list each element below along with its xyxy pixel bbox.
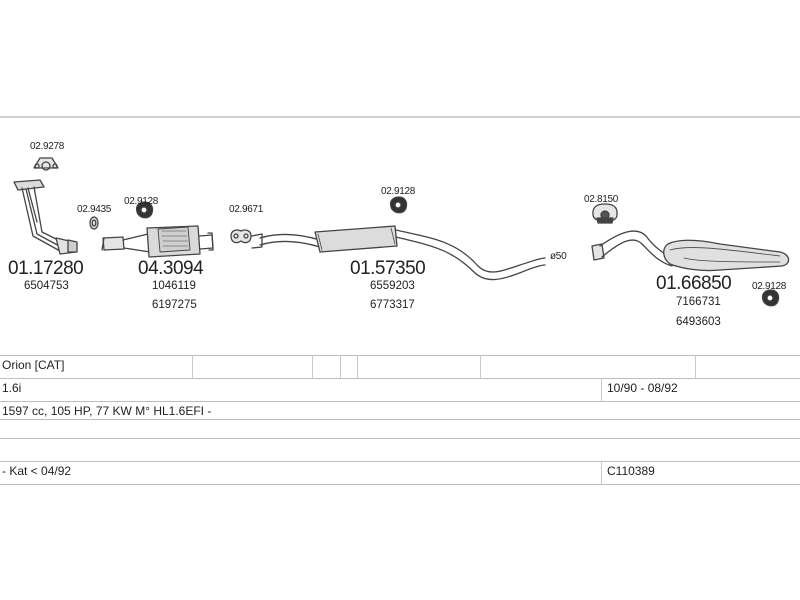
- small-gasket-part: [89, 216, 99, 230]
- front-pipe-part: [13, 179, 78, 255]
- rubber-mount-part: [135, 201, 154, 219]
- rubber-mount-part: [761, 289, 780, 307]
- oem-number: 7166731: [676, 296, 721, 308]
- part-code-middle-silencer[interactable]: 01.57350: [350, 258, 426, 279]
- gasket-part: [33, 157, 59, 171]
- part-code-catalyst[interactable]: 04.3094: [138, 258, 204, 279]
- part-code-mount[interactable]: 02.8150: [584, 194, 619, 205]
- oem-number: 1046119: [152, 280, 196, 292]
- vehicle-reference: C110389: [607, 464, 655, 478]
- vehicle-note: - Kat < 04/92: [2, 464, 72, 478]
- flange-gasket-part: [230, 229, 252, 244]
- part-code-gasket[interactable]: 02.9278: [30, 141, 65, 152]
- rear-silencer-part: [591, 230, 790, 272]
- part-code-gasket[interactable]: 02.9671: [229, 204, 264, 215]
- part-code-mount[interactable]: 02.9128: [124, 196, 159, 207]
- pipe-diameter-label: ø50: [550, 251, 567, 262]
- vehicle-specs: 1597 cc, 105 HP, 77 KW M° HL1.6EFI -: [2, 404, 212, 418]
- catalyst-part: [101, 225, 214, 258]
- middle-silencer-part: [251, 225, 546, 281]
- part-code-mount[interactable]: 02.9128: [381, 186, 416, 197]
- part-code-gasket[interactable]: 02.9435: [77, 204, 112, 215]
- vehicle-engine: 1.6i: [2, 381, 22, 395]
- rubber-mount-part: [389, 196, 408, 214]
- rubber-hanger-part: [592, 203, 618, 224]
- oem-number: 6504753: [24, 280, 69, 292]
- part-code-rear-silencer[interactable]: 01.66850: [656, 273, 732, 294]
- oem-number: 6197275: [152, 299, 197, 311]
- oem-number: 6559203: [370, 280, 415, 292]
- oem-number: 6773317: [370, 299, 415, 311]
- part-code-mount[interactable]: 02.9128: [752, 281, 787, 292]
- oem-number: 6493603: [676, 316, 721, 328]
- part-code-front-pipe[interactable]: 01.17280: [8, 258, 84, 279]
- vehicle-model: Orion [CAT]: [2, 358, 65, 372]
- vehicle-period: 10/90 - 08/92: [607, 381, 678, 395]
